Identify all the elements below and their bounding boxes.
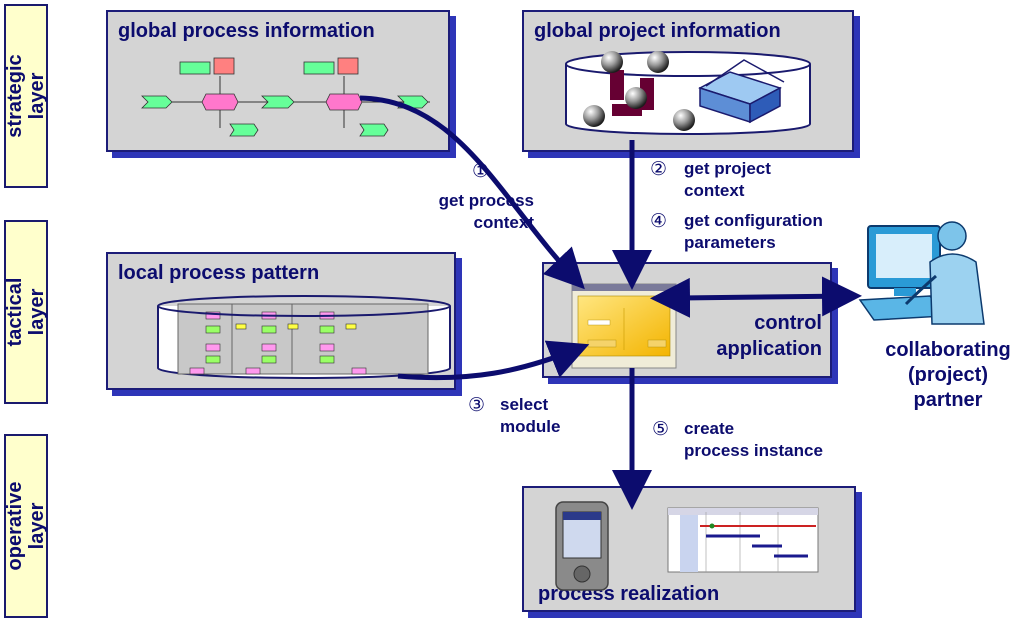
step-5-label: create process instance xyxy=(684,419,823,460)
operative-layer-label: operative layer xyxy=(4,434,48,618)
process-pattern-database-icon xyxy=(157,295,451,379)
gantt-chart-image xyxy=(667,507,819,573)
step-3-label: select module xyxy=(500,395,561,436)
partner-person-icon xyxy=(858,221,985,325)
step-4-number: ④ xyxy=(650,211,668,232)
global-process-title: global process information xyxy=(118,20,375,42)
step-2-label: get project context xyxy=(684,159,771,200)
tactical-layer-label: tactical layer xyxy=(4,220,48,404)
step-1-label: get process context xyxy=(438,191,534,232)
control-application-screenshot xyxy=(571,283,677,369)
project-database-icon xyxy=(565,51,811,135)
pda-device-icon xyxy=(555,501,609,591)
local-process-title: local process pattern xyxy=(118,262,320,284)
strategic-layer-label: strategic layer xyxy=(4,4,48,188)
global-process-box: global process information xyxy=(106,10,450,152)
arrow-get-process-context xyxy=(359,95,585,290)
step-3-number: ③ xyxy=(468,395,486,416)
step-1-number: ① xyxy=(472,161,490,182)
process-chain-illustration xyxy=(141,57,430,137)
global-project-title: global project information xyxy=(534,20,781,42)
control-application-label: control application xyxy=(716,312,822,360)
partner-label: collaborating (project) partner xyxy=(885,339,1011,411)
arrow-select-module xyxy=(397,340,590,381)
arrow-partner-exchange xyxy=(650,276,862,318)
step-5-number: ⑤ xyxy=(652,419,670,440)
step-4-label: get configuration parameters xyxy=(684,211,823,252)
step-2-number: ② xyxy=(650,159,668,180)
